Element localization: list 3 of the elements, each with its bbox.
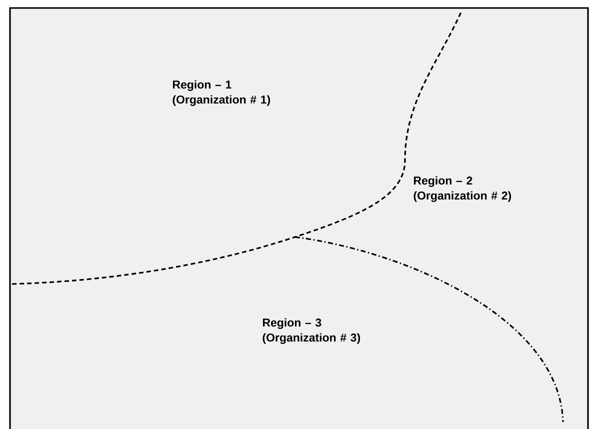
region-label: Region – 2 (Organization # 2) xyxy=(414,176,512,202)
region-label: Region – 1 (Organization # 1) xyxy=(172,80,270,106)
region-label: Region – 3 (Organization # 3) xyxy=(262,318,360,344)
